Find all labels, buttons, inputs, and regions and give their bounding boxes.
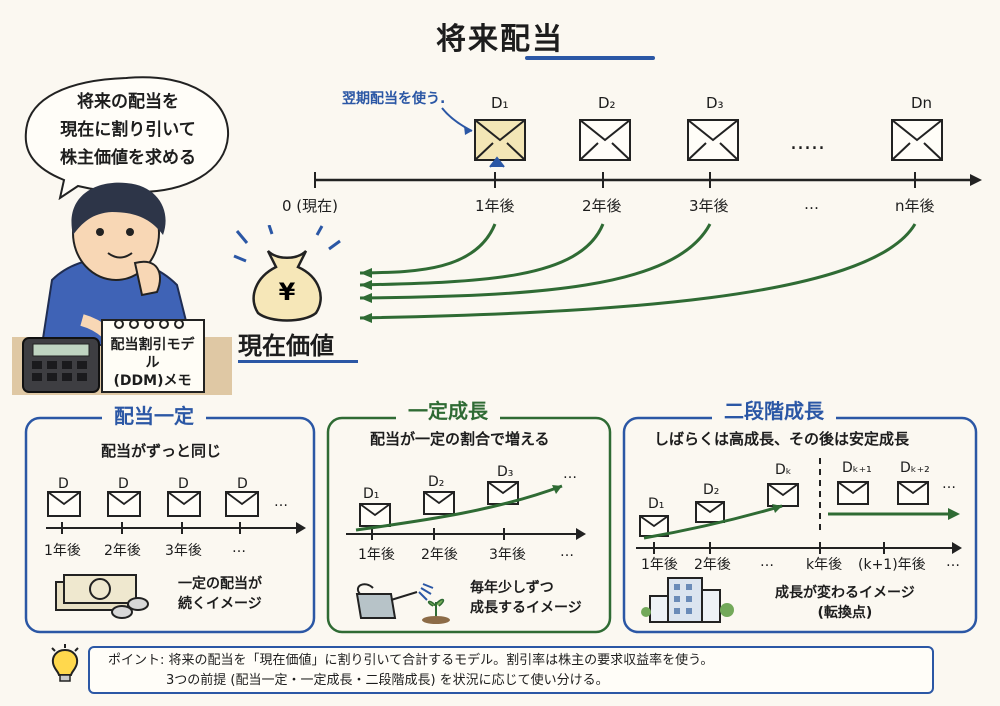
- growth-caption: 毎年少しずつ 成長するイメージ: [470, 578, 582, 618]
- const-caption: 一定の配当が 続くイメージ: [178, 574, 262, 614]
- present-value-underline: [238, 360, 358, 363]
- const-tick-1: 1年後: [44, 543, 81, 559]
- twostage-caption-line-1: 成長が変わるイメージ: [775, 585, 915, 601]
- watering-can-and-sprout-icon: [355, 583, 450, 624]
- bubble-line-2: 現在に割り引いて: [60, 120, 196, 140]
- envelope-dn-icon: [891, 119, 943, 161]
- notebook-line-1: 配当割引モデル: [110, 337, 195, 371]
- twostage-tick-3: …: [760, 554, 774, 570]
- growth-tick-1: 1年後: [358, 547, 395, 563]
- twostage-tick-4: k年後: [806, 557, 843, 573]
- tick-n: n年後: [895, 197, 935, 215]
- twostage-chart: [636, 458, 962, 554]
- growth-dots: …: [563, 466, 577, 482]
- lightbulb-icon: [51, 644, 79, 682]
- growth-title: 一定成長: [396, 395, 500, 424]
- speech-bubble-text: 将来の配当を 現在に割り引いて 株主価値を求める: [38, 88, 218, 172]
- growth-d2: D₂: [428, 474, 445, 490]
- growth-d3: D₃: [497, 464, 514, 480]
- bubble-line-1: 将来の配当を: [77, 92, 179, 112]
- d1-label: D₁: [491, 94, 509, 112]
- twostage-caption: 成長が変わるイメージ (転換点): [775, 583, 915, 623]
- twostage-tick-1: 1年後: [641, 557, 678, 573]
- twostage-title: 二段階成長: [712, 395, 836, 424]
- summary-note-text: ポイント: 将来の配当を「現在価値」に割り引いて合計するモデル。割引率は株主の要…: [108, 651, 918, 691]
- growth-caption-line-2: 成長するイメージ: [470, 600, 582, 616]
- const-d3: D: [178, 476, 189, 492]
- timeline-dots: .....: [790, 130, 825, 155]
- summary-note-line-2: 3つの前提 (配当一定・一定成長・二段階成長) を状況に応じて使い分ける。: [166, 673, 609, 688]
- twostage-d2: D₂: [703, 482, 720, 498]
- page-title: 将来配当: [436, 22, 564, 57]
- twostage-caption-line-2: (転換点): [817, 605, 873, 621]
- twostage-dots: …: [942, 476, 956, 492]
- const-chart: [46, 491, 306, 534]
- tick-2: 2年後: [582, 197, 622, 215]
- const-tick-3: 3年後: [165, 543, 202, 559]
- notebook-line-2: (DDM)メモ: [113, 373, 192, 389]
- growth-tick-4: …: [560, 544, 574, 560]
- next-dividend-note: 翌期配当を使う.: [342, 91, 446, 107]
- tick-0: 0 (現在): [282, 197, 339, 215]
- building-icon: [641, 577, 734, 623]
- envelope-d2-icon: [579, 119, 631, 161]
- tick-1: 1年後: [475, 197, 515, 215]
- const-dots: …: [274, 494, 288, 510]
- envelope-d3-icon: [687, 119, 739, 161]
- growth-tick-3: 3年後: [489, 547, 526, 563]
- const-d4: D: [237, 476, 248, 492]
- const-d2: D: [118, 476, 129, 492]
- twostage-tick-2: 2年後: [694, 557, 731, 573]
- growth-d1: D₁: [363, 486, 380, 502]
- growth-chart: [346, 481, 586, 540]
- d2-label: D₂: [598, 94, 616, 112]
- twostage-dk: Dₖ: [775, 462, 792, 478]
- const-caption-line-1: 一定の配当が: [178, 576, 262, 592]
- twostage-subtitle: しばらくは高成長、その後は安定成長: [654, 430, 910, 448]
- tick-4: …: [804, 195, 819, 213]
- notebook-icon: [101, 319, 205, 393]
- calculator-icon: [22, 337, 100, 393]
- twostage-tick-6: …: [946, 554, 960, 570]
- envelope-d1-icon: [474, 119, 526, 161]
- title-underline: [525, 56, 655, 60]
- d3-label: D₃: [706, 94, 724, 112]
- growth-tick-2: 2年後: [421, 547, 458, 563]
- const-tick-4: …: [232, 540, 246, 556]
- const-caption-line-2: 続くイメージ: [178, 596, 262, 612]
- main-timeline: [314, 107, 982, 323]
- const-tick-2: 2年後: [104, 543, 141, 559]
- const-d1: D: [58, 476, 69, 492]
- cash-and-coins-icon: [55, 574, 149, 619]
- dn-label: Dn: [911, 94, 933, 112]
- const-title: 配当一定: [102, 400, 206, 429]
- twostage-dk2: Dₖ₊₂: [900, 460, 930, 476]
- svg-text:¥: ¥: [279, 278, 296, 306]
- twostage-d1: D₁: [648, 496, 665, 512]
- notebook-note: 配当割引モデル (DDM)メモ: [105, 336, 200, 390]
- twostage-dk1: Dₖ₊₁: [842, 460, 872, 476]
- bubble-line-3: 株主価値を求める: [60, 148, 196, 168]
- const-subtitle: 配当がずっと同じ: [101, 442, 222, 460]
- growth-caption-line-1: 毎年少しずつ: [470, 580, 554, 596]
- present-value-label: 現在価値: [238, 332, 334, 360]
- summary-note-line-1: ポイント: 将来の配当を「現在価値」に割り引いて合計するモデル。割引率は株主の要…: [108, 653, 714, 668]
- twostage-tick-5: (k+1)年後: [858, 557, 926, 573]
- tick-3: 3年後: [689, 197, 729, 215]
- growth-subtitle: 配当が一定の割合で増える: [370, 430, 550, 448]
- summary-note-box: [88, 646, 934, 694]
- discount-arrows: [359, 223, 917, 320]
- money-bag-icon: ¥: [233, 225, 341, 322]
